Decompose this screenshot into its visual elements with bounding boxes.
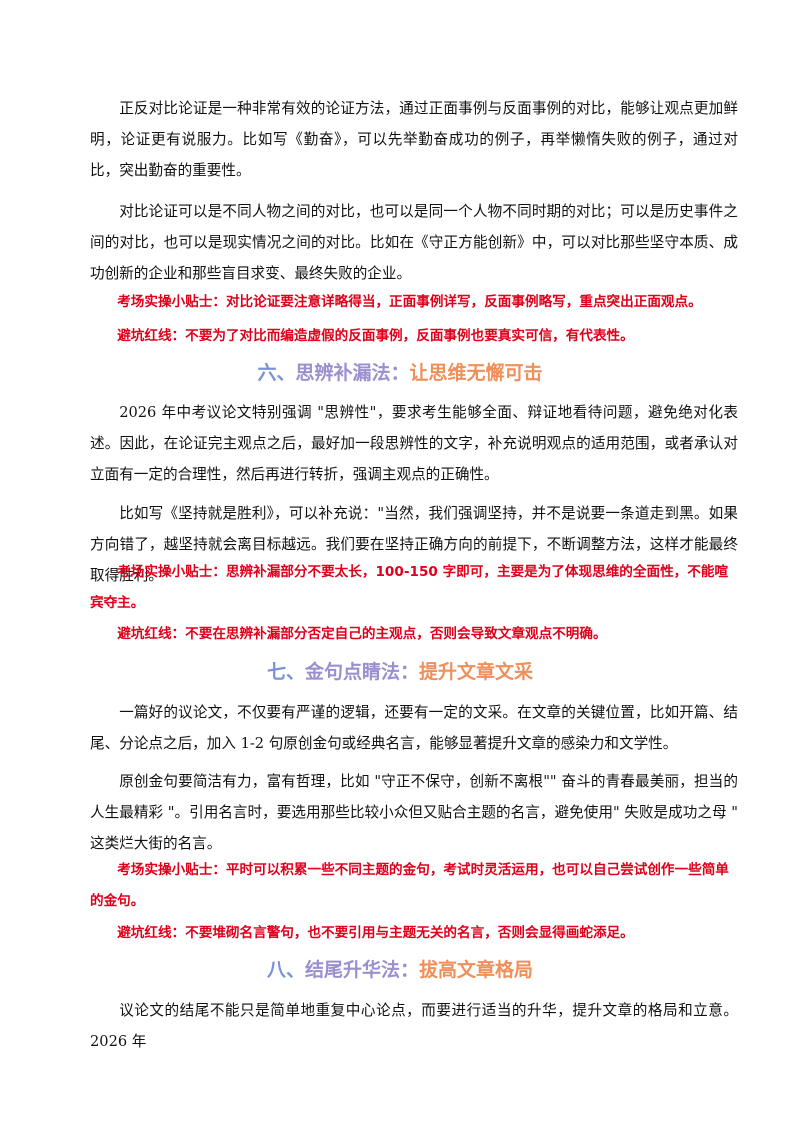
paragraph-quotes-intro: 一篇好的议论文，不仅要有严谨的逻辑，还要有一定的文采。在文章的关键位置，比如开篇…	[90, 704, 738, 752]
section-heading-8: 八、结尾升华法：拔高文章格局	[90, 955, 710, 985]
warning-text: 不要在思辨补漏部分否定自己的主观点，否则会导致文章观点不明确。	[185, 626, 607, 642]
paragraph-dialectic-intro: 2026 年中考议论文特别强调 "思辨性"，要求考生能够全面、辩证地看待问题，避…	[90, 404, 738, 483]
warning-label: 避坑红线：	[117, 925, 186, 941]
warning-label: 避坑红线：	[117, 328, 186, 344]
paragraph-conclusion-intro: 议论文的结尾不能只是简单地重复中心论点，而要进行适当的升华，提升文章的格局和立意…	[90, 1002, 738, 1050]
tip-quotes: 考场实操小贴士：平时可以积累一些不同主题的金句，考试时灵活运用，也可以自己尝试创…	[90, 855, 738, 917]
heading-slogan: 提升文章文采	[419, 661, 534, 683]
heading-slogan: 让思维无懈可击	[409, 362, 543, 384]
warning-text: 不要堆砌名言警句，也不要引用与主题无关的名言，否则会显得画蛇添足。	[185, 925, 634, 941]
tip-label: 考场实操小贴士：	[117, 294, 226, 310]
paragraph-contrast-intro: 正反对比论证是一种非常有效的论证方法，通过正面事例与反面事例的对比，能够让观点更…	[90, 100, 738, 179]
warning-contrast: 避坑红线：不要为了对比而编造虚假的反面事例，反面事例也要真实可信，有代表性。	[90, 321, 738, 352]
tip-text: 思辨补漏部分不要太长，100-150 字即可，主要是为了体现思维的全面性，不能喧…	[90, 564, 729, 611]
tip-text: 平时可以积累一些不同主题的金句，考试时灵活运用，也可以自己尝试创作一些简单的金句…	[90, 862, 729, 909]
section-heading-7: 七、金句点睛法：提升文章文采	[90, 657, 710, 687]
tip-text: 对比论证要注意详略得当，正面事例详写，反面事例略写，重点突出正面观点。	[225, 294, 702, 310]
tip-label: 考场实操小贴士：	[117, 862, 226, 878]
warning-label: 避坑红线：	[117, 626, 186, 642]
heading-name: 结尾升华法：	[304, 959, 419, 981]
heading-name: 思辨补漏法：	[295, 362, 410, 384]
heading-number: 八、	[266, 959, 305, 981]
warning-text: 不要为了对比而编造虚假的反面事例，反面事例也要真实可信，有代表性。	[185, 328, 634, 344]
tip-label: 考场实操小贴士：	[117, 564, 226, 580]
section-heading-6: 六、思辨补漏法：让思维无懈可击	[90, 358, 710, 388]
heading-name: 金句点睛法：	[304, 661, 419, 683]
paragraph-contrast-types: 对比论证可以是不同人物之间的对比，也可以是同一个人物不同时期的对比；可以是历史事…	[90, 203, 738, 282]
heading-slogan: 拔高文章格局	[419, 959, 534, 981]
warning-quotes: 避坑红线：不要堆砌名言警句，也不要引用与主题无关的名言，否则会显得画蛇添足。	[90, 918, 738, 949]
heading-number: 七、	[266, 661, 305, 683]
paragraph-quotes-detail: 原创金句要简洁有力，富有哲理，比如 "守正不保守，创新不离根"" 奋斗的青春最美…	[90, 773, 738, 852]
tip-dialectic: 考场实操小贴士：思辨补漏部分不要太长，100-150 字即可，主要是为了体现思维…	[90, 557, 738, 619]
paragraph-dialectic-example: 比如写《坚持就是胜利》，可以补充说："当然，我们强调坚持，并不是说要一条道走到黑…	[90, 505, 738, 584]
warning-dialectic: 避坑红线：不要在思辨补漏部分否定自己的主观点，否则会导致文章观点不明确。	[90, 619, 738, 650]
tip-contrast: 考场实操小贴士：对比论证要注意详略得当，正面事例详写，反面事例略写，重点突出正面…	[90, 287, 738, 318]
heading-number: 六、	[257, 362, 296, 384]
